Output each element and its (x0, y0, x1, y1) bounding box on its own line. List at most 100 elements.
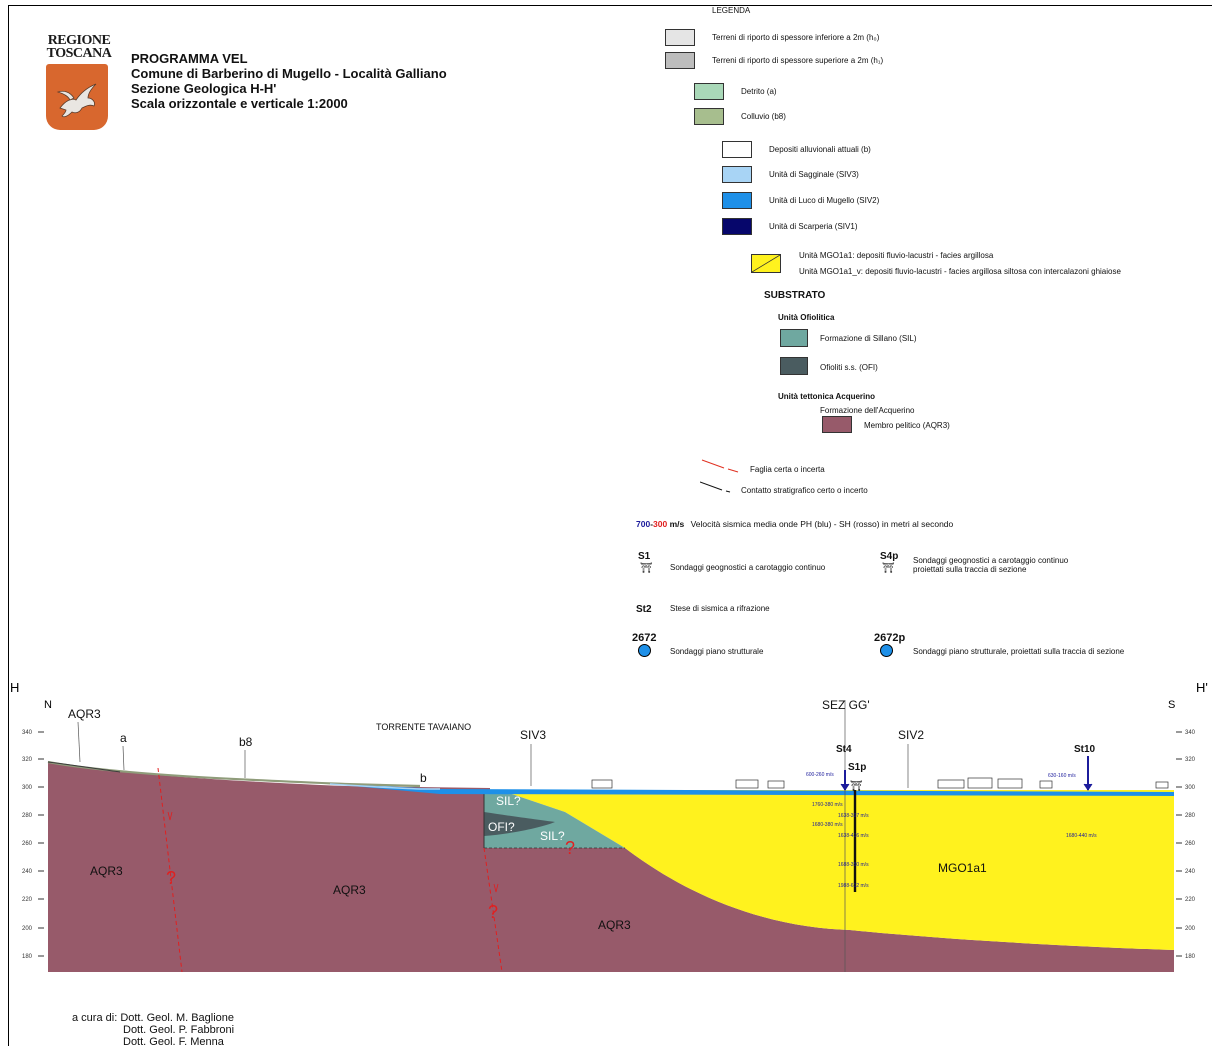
question-mark: ? (166, 868, 176, 888)
legend-label: Formazione dell'Acquerino (820, 406, 915, 415)
unit-label-sil-low: SIL? (540, 829, 565, 843)
legend-swatch-siv2 (722, 192, 752, 209)
legend-label: Unità MGO1a1_v: depositi fluvio-lacustri… (799, 267, 1121, 276)
svg-text:180: 180 (22, 954, 33, 960)
legend-swatch-siv3 (722, 166, 752, 183)
question-mark: ? (565, 838, 575, 858)
legend-swatch-fill-thin (665, 29, 695, 46)
borehole-icon: ⛩ (640, 563, 653, 574)
label-st4: St4 (836, 744, 852, 755)
legend-label: Ofioliti s.s. (OFI) (820, 363, 878, 372)
elevation-scale-left: 340 320 300 280 260 240 220 200 180 (22, 730, 44, 960)
legend-swatch-aqr3 (822, 416, 852, 433)
legend-label: Sondaggi piano strutturale, proiettati s… (913, 647, 1125, 656)
structural-borehole-projected-icon (880, 644, 893, 657)
legend-label: Colluvio (b8) (741, 112, 786, 121)
legend-swatch-siv1 (722, 218, 752, 235)
elevation-scale-right: 340 320 300 280 260 240 220 200 180 (1176, 730, 1196, 960)
label-sez-gg: SEZ GG' (822, 698, 870, 712)
structural-borehole-icon (638, 644, 651, 657)
unit-label-aqr3-left: AQR3 (90, 864, 123, 878)
legend-subheading: Unità tettonica Acquerino (778, 392, 876, 401)
siv2-cover (330, 784, 1174, 796)
legend-label: Unità di Scarperia (SIV1) (769, 222, 858, 231)
legend-label: Unità di Luco di Mugello (SIV2) (769, 196, 880, 205)
unit-label-aqr3-bottom: AQR3 (598, 918, 631, 932)
aqr3-body (48, 762, 1174, 972)
label-b8: b8 (239, 735, 253, 749)
question-mark: ? (488, 902, 498, 922)
legend-swatch-sil (780, 329, 808, 347)
legend-label: Depositi alluvionali attuali (b) (769, 145, 871, 154)
legend-label: Faglia certa o incerta (750, 465, 825, 474)
pegasus-shield-icon (46, 64, 108, 130)
title-line: Scala orizzontale e verticale 1:2000 (131, 96, 348, 111)
legend-label: Sondaggi geognostici a carotaggio contin… (913, 556, 1069, 574)
drawing-frame (8, 5, 1212, 1046)
legend-label: Terreni di riporto di spessore superiore… (712, 56, 884, 65)
velocity-tag: 1760-380 m/s (812, 802, 843, 808)
legend-label: Membro pelitico (AQR3) (864, 421, 950, 430)
building-icons (591, 777, 1169, 789)
legend-2672-code: 2672 (632, 632, 657, 644)
ofi-body (484, 812, 555, 836)
label-b: b (420, 771, 427, 785)
velocity-tag: 1688-350 m/s (838, 862, 869, 868)
north-label: N (44, 699, 52, 711)
svg-text:320: 320 (22, 757, 33, 763)
legend-swatch-colluvio (694, 108, 724, 125)
svg-text:240: 240 (1185, 869, 1196, 875)
label-torrente: TORRENTE TAVAIANO (376, 722, 471, 732)
svg-text:320: 320 (1185, 757, 1196, 763)
drawing-title: PROGRAMMA VEL Comune di Barberino di Mug… (131, 51, 447, 111)
svg-text:300: 300 (22, 785, 33, 791)
label-siv3: SIV3 (520, 728, 546, 742)
velocity-tag: 1988-612 m/s (838, 883, 869, 889)
unit-label-ofi: OFI? (488, 820, 515, 834)
label-aqr3-top: AQR3 (68, 707, 101, 721)
south-label: S (1168, 699, 1175, 711)
legend-label: Stese di sismica a rifrazione (670, 604, 770, 613)
legend-velocity: 700-300 m/s Velocità sismica media onde … (636, 519, 954, 529)
legend-label: Sondaggi piano strutturale (670, 647, 764, 656)
unit-label-sil-top: SIL? (496, 794, 521, 808)
title-line: Comune di Barberino di Mugello - Localit… (131, 66, 447, 81)
legend-2672p-code: 2672p (874, 632, 906, 644)
legend-subheading: Unità Ofiolitica (778, 313, 835, 322)
title-line: PROGRAMMA VEL (131, 51, 248, 66)
legend-label: Formazione di Sillano (SIL) (820, 334, 917, 343)
legend-label: Unità di Sagginale (SIV3) (769, 170, 859, 179)
svg-text:340: 340 (1185, 730, 1196, 736)
sil-body (484, 790, 625, 848)
svg-text:280: 280 (22, 813, 33, 819)
velocity-tag: 1680-440 m/s (1066, 833, 1097, 839)
svg-text:260: 260 (1185, 841, 1196, 847)
velocity-tag: 1638-416 m/s (838, 833, 869, 839)
title-line: Sezione Geologica H-H' (131, 81, 277, 96)
velocity-tag: 1638-397 m/s (838, 813, 869, 819)
legend-s1-code: S1 (638, 551, 651, 562)
legend-swatch-fill-thick (665, 52, 695, 69)
velocity-st10: 630-160 m/s (1048, 773, 1076, 779)
label-siv2: SIV2 (898, 728, 924, 742)
svg-text:240: 240 (22, 869, 33, 875)
svg-text:300: 300 (1185, 785, 1196, 791)
svg-text:220: 220 (1185, 897, 1196, 903)
label-a: a (120, 731, 127, 745)
credits: a cura di: Dott. Geol. M. Baglione Dott.… (72, 1012, 235, 1048)
legend-swatch-alluvionali (722, 141, 752, 158)
legend-st2-code: St2 (636, 604, 652, 615)
legend-heading: LEGENDA (712, 6, 751, 15)
svg-text:200: 200 (22, 926, 33, 932)
legend-s4p-code: S4p (880, 551, 899, 562)
legend-label: Unità MGO1a1: depositi fluvio-lacustri -… (799, 251, 994, 260)
label-s1p: S1p (848, 762, 866, 773)
section-end-left: H (10, 680, 19, 695)
surface-line (47, 761, 121, 773)
regione-toscana-logo: REGIONE TOSCANA (46, 34, 112, 130)
mgo1a1-body (500, 790, 1174, 950)
svg-text:200: 200 (1185, 926, 1196, 932)
unit-label-mgo: MGO1a1 (938, 861, 987, 875)
legend-label: Terreni di riporto di spessore inferiore… (712, 33, 880, 42)
legend-swatch-ofi (780, 357, 808, 375)
